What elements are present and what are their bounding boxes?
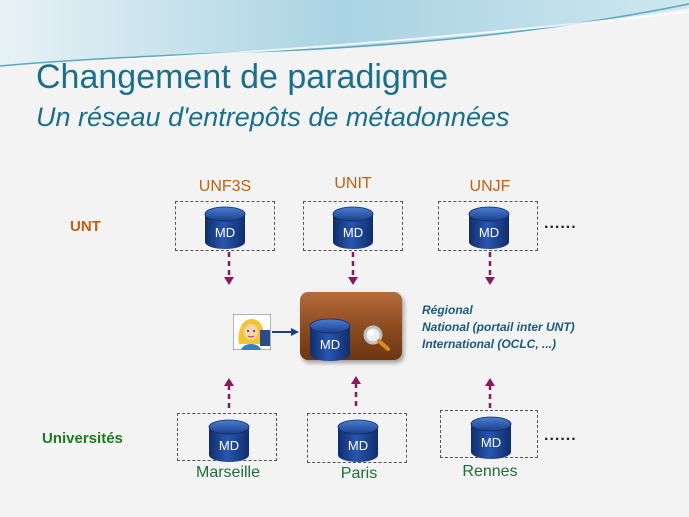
user-at-computer-icon <box>232 313 272 351</box>
column-label-unjf: UNJF <box>469 178 511 195</box>
univ-box-paris <box>307 413 407 463</box>
db-label: MD <box>342 225 364 240</box>
database-icon-central: MD <box>308 317 352 363</box>
arrow-right-icon <box>272 328 299 336</box>
header-swoosh-decoration <box>0 0 689 80</box>
unt-box-unjf <box>438 201 538 251</box>
column-label-unit: UNIT <box>334 175 372 192</box>
more-unt-ellipsis: ...... <box>544 215 577 232</box>
slide-subtitle: Un réseau d'entrepôts de métadonnées <box>36 102 510 132</box>
db-label: MD <box>218 438 240 453</box>
db-label: MD <box>480 435 502 450</box>
db-label: MD <box>478 225 500 240</box>
unt-box-unit <box>303 201 403 251</box>
legend-regional: Régional <box>422 303 473 317</box>
city-label-paris: Paris <box>340 465 378 482</box>
city-label-rennes: Rennes <box>462 463 518 480</box>
arrow-down-unf3s <box>224 252 234 285</box>
db-label: MD <box>347 438 369 453</box>
database-icon-unf3s: MD <box>203 205 247 251</box>
legend-international: International (OCLC, ...) <box>422 337 556 351</box>
more-universites-ellipsis: ...... <box>544 427 577 444</box>
magnifier-icon <box>362 325 390 351</box>
arrow-up-rennes <box>485 378 495 412</box>
unt-row-label: UNT <box>70 218 101 235</box>
database-icon-paris: MD <box>336 418 380 464</box>
database-icon-unjf: MD <box>467 205 511 251</box>
column-label-unf3s: UNF3S <box>198 178 252 195</box>
db-label: MD <box>214 225 236 240</box>
universites-row-label: Universités <box>42 430 123 447</box>
unt-box-unf3s <box>175 201 275 251</box>
arrow-up-marseille <box>224 378 234 412</box>
legend-national: National (portail inter UNT) <box>422 320 575 334</box>
arrow-down-unit <box>348 252 358 285</box>
arrow-up-paris <box>351 376 361 410</box>
slide-title: Changement de paradigme <box>36 58 449 96</box>
db-label: MD <box>319 337 341 352</box>
database-icon-marseille: MD <box>207 418 251 464</box>
database-icon-unit: MD <box>331 205 375 251</box>
arrow-down-unjf <box>485 252 495 285</box>
database-icon-rennes: MD <box>469 415 513 461</box>
city-label-marseille: Marseille <box>195 464 260 481</box>
